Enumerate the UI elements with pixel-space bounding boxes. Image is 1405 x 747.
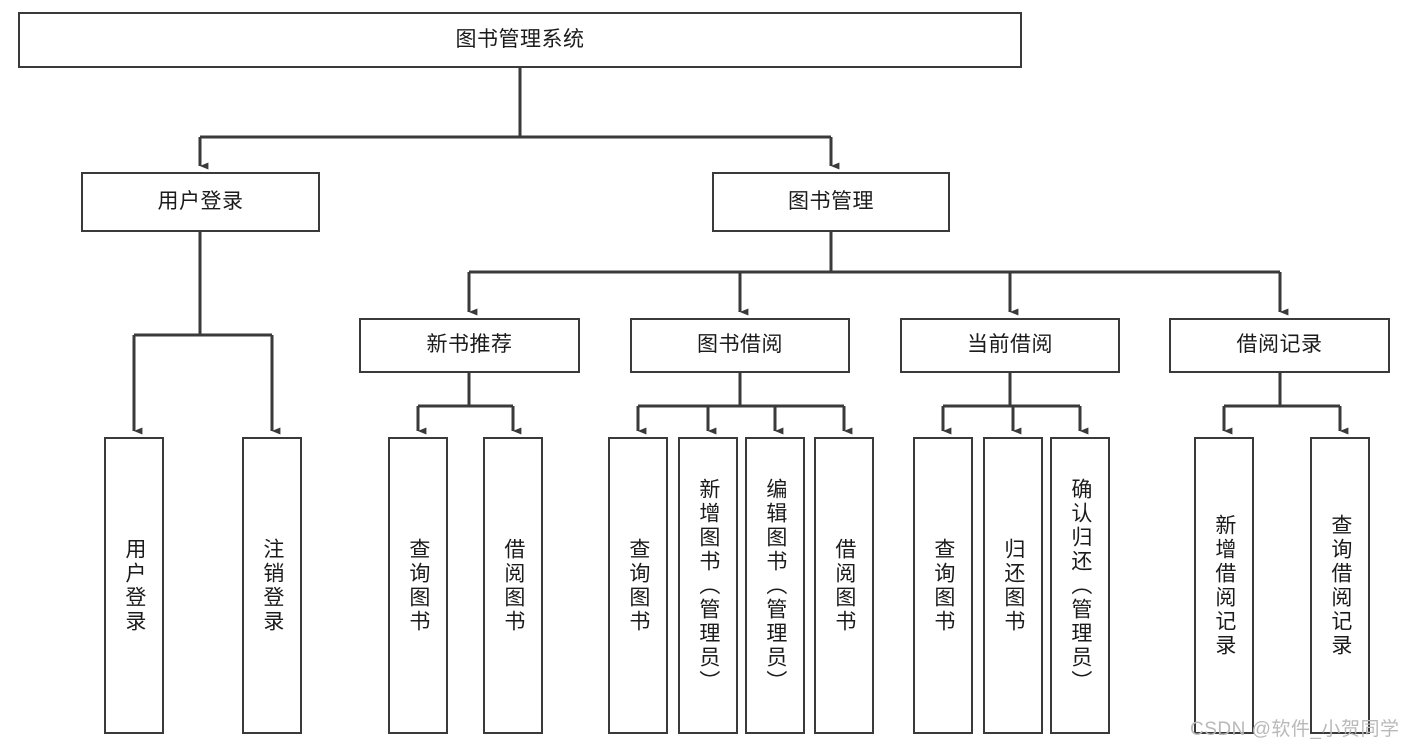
node-leaf-confirm-return[interactable]: 确认归还（管理员） xyxy=(1050,437,1110,734)
node-leaf-query-book-3-label: 查询图书 xyxy=(931,537,955,634)
node-leaf-user-logout[interactable]: 注销登录 xyxy=(242,437,302,734)
node-leaf-return-book[interactable]: 归还图书 xyxy=(983,437,1043,734)
node-leaf-query-book-1[interactable]: 查询图书 xyxy=(388,437,448,734)
node-borrow-record-label: 借阅记录 xyxy=(1236,333,1323,357)
node-leaf-user-login-label: 用户登录 xyxy=(122,537,146,634)
node-book-management-label: 图书管理 xyxy=(788,189,874,213)
node-leaf-confirm-return-label: 确认归还（管理员） xyxy=(1068,477,1092,694)
node-leaf-add-book-label: 新增图书（管理员） xyxy=(696,477,720,694)
node-current-borrow[interactable]: 当前借阅 xyxy=(900,318,1120,373)
node-leaf-user-logout-label: 注销登录 xyxy=(260,537,284,634)
node-user-login-label: 用户登录 xyxy=(157,189,244,213)
node-user-login[interactable]: 用户登录 xyxy=(81,172,320,232)
node-leaf-user-login[interactable]: 用户登录 xyxy=(104,437,164,734)
node-new-book-recommend[interactable]: 新书推荐 xyxy=(359,318,580,373)
node-leaf-borrow-book-2-label: 借阅图书 xyxy=(832,537,856,634)
node-book-borrow-label: 图书借阅 xyxy=(697,333,783,357)
node-leaf-borrow-book-1-label: 借阅图书 xyxy=(501,537,525,634)
node-root-label: 图书管理系统 xyxy=(455,27,585,51)
node-leaf-borrow-book-2[interactable]: 借阅图书 xyxy=(814,437,874,734)
csdn-watermark: CSDN @软件_小贺同学 xyxy=(1190,719,1400,740)
node-leaf-query-record[interactable]: 查询借阅记录 xyxy=(1310,437,1370,734)
node-new-book-recommend-label: 新书推荐 xyxy=(426,333,513,357)
node-leaf-add-record[interactable]: 新增借阅记录 xyxy=(1194,437,1254,734)
node-leaf-return-book-label: 归还图书 xyxy=(1001,537,1025,634)
node-leaf-edit-book[interactable]: 编辑图书（管理员） xyxy=(745,437,805,734)
node-leaf-add-book[interactable]: 新增图书（管理员） xyxy=(678,437,738,734)
node-leaf-query-book-2-label: 查询图书 xyxy=(626,537,650,634)
node-leaf-query-book-3[interactable]: 查询图书 xyxy=(913,437,973,734)
node-leaf-borrow-book-1[interactable]: 借阅图书 xyxy=(483,437,543,734)
node-leaf-edit-book-label: 编辑图书（管理员） xyxy=(763,477,787,694)
node-leaf-add-record-label: 新增借阅记录 xyxy=(1212,513,1236,658)
node-leaf-query-record-label: 查询借阅记录 xyxy=(1328,513,1352,658)
node-leaf-query-book-1-label: 查询图书 xyxy=(406,537,430,634)
node-current-borrow-label: 当前借阅 xyxy=(967,333,1053,357)
node-borrow-record[interactable]: 借阅记录 xyxy=(1169,318,1390,373)
node-root[interactable]: 图书管理系统 xyxy=(18,12,1022,68)
node-book-borrow[interactable]: 图书借阅 xyxy=(630,318,850,373)
node-leaf-query-book-2[interactable]: 查询图书 xyxy=(608,437,668,734)
node-book-management[interactable]: 图书管理 xyxy=(712,172,950,232)
